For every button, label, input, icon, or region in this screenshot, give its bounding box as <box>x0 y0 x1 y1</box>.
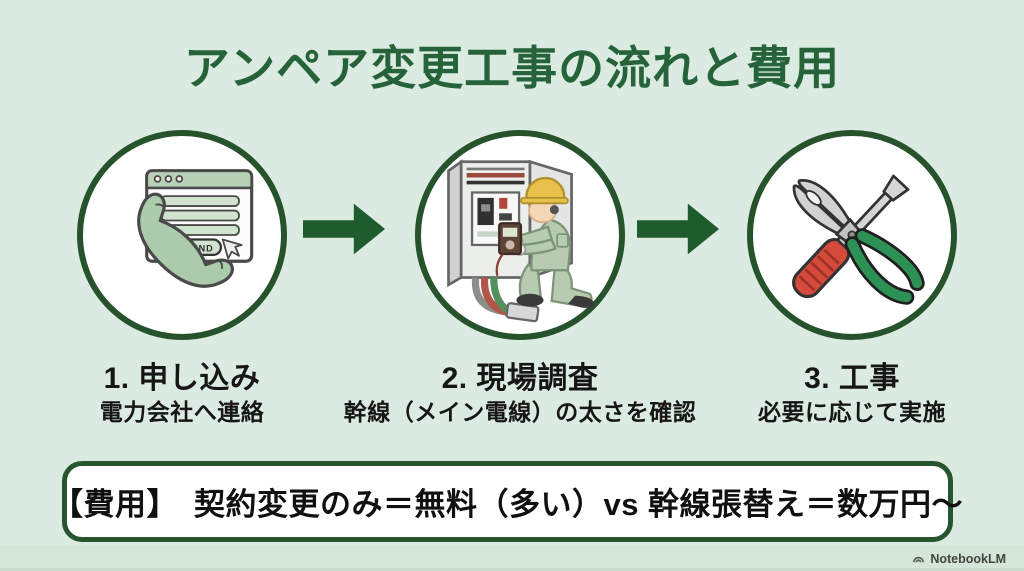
cost-banner-text: 【費用】 契約変更のみ＝無料（多い）vs 幹線張替え＝数万円〜 <box>51 487 964 522</box>
phone-handset-icon <box>137 192 234 288</box>
watermark-label: NotebookLM <box>930 552 1006 566</box>
step-2-description: 幹線（メイン電線）の太さを確認 <box>343 399 697 425</box>
step-1-circle: SEND <box>77 130 287 340</box>
step-1-description: 電力会社へ連絡 <box>99 399 265 425</box>
phone-and-web-form-icon: SEND <box>137 169 254 288</box>
arrow-right-icon <box>303 203 386 255</box>
notebooklm-watermark: NotebookLM <box>912 552 1006 566</box>
step-1-label: 1. 申し込み <box>103 362 261 395</box>
page-title: アンペア変更工事の流れと費用 <box>183 42 841 94</box>
step-3-description: 必要に応じて実施 <box>758 399 946 425</box>
step-2-label: 2. 現場調査 <box>441 362 599 395</box>
step-2-circle <box>415 130 625 340</box>
worker-figure <box>495 176 595 308</box>
cursor-icon <box>221 238 243 260</box>
worker-inspecting-panel-icon <box>447 159 595 323</box>
notebooklm-logo-icon <box>913 556 925 562</box>
bottom-band <box>0 545 1024 571</box>
bottom-edge <box>0 568 1024 571</box>
screwdriver-and-pliers-icon <box>792 174 925 305</box>
step-3-label: 3. 工事 <box>804 362 900 395</box>
step-3-circle <box>747 130 957 340</box>
cost-banner: 【費用】 契約変更のみ＝無料（多い）vs 幹線張替え＝数万円〜 <box>52 461 963 542</box>
arrow-right-icon <box>637 203 720 255</box>
pliers-icon <box>792 179 925 305</box>
